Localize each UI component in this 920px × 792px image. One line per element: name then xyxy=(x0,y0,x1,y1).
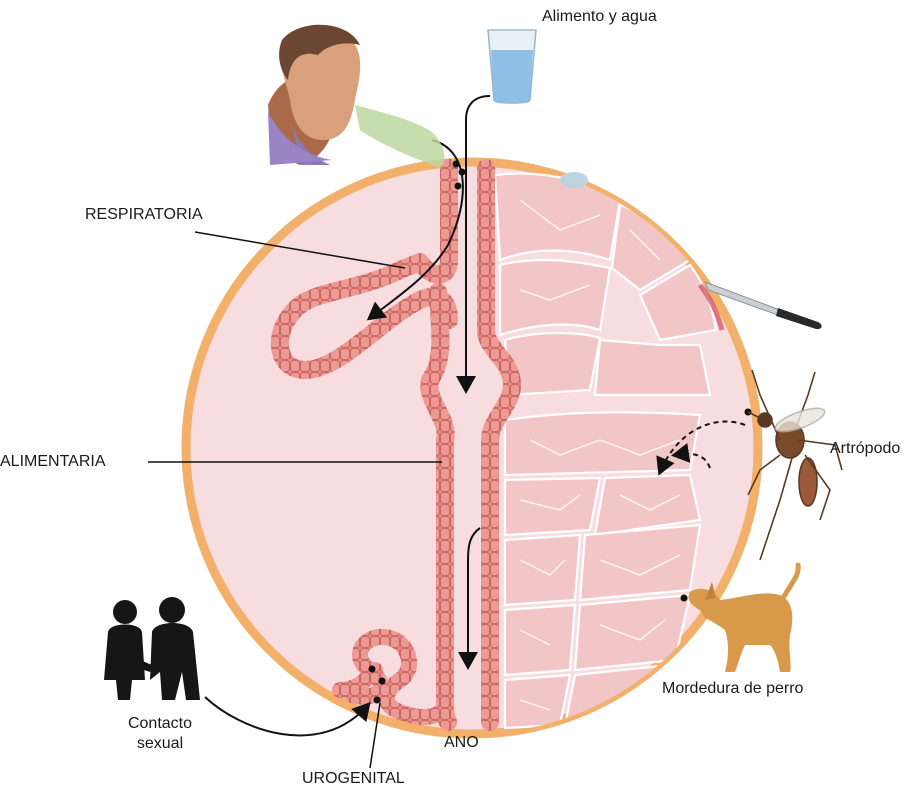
couple-silhouette-icon xyxy=(104,597,200,700)
respiratory-label: RESPIRATORIA xyxy=(85,206,203,224)
arthropod-label: Artrópodo xyxy=(830,440,900,458)
sexual-contact-label: Contacto sexual xyxy=(116,715,204,754)
dog-bite-label: Mordedura de perro xyxy=(662,680,803,698)
food-water-label: Alimento y agua xyxy=(542,8,657,26)
alimentary-label: ALIMENTARIA xyxy=(0,453,106,471)
mosquito-icon xyxy=(748,370,842,560)
skin-blister xyxy=(560,172,588,188)
urogenital-label: UROGENITAL xyxy=(302,770,405,788)
water-glass-icon xyxy=(488,30,536,103)
sexual-contact-label-line1: Contacto xyxy=(116,715,204,733)
sexual-contact-label-line2: sexual xyxy=(116,735,204,753)
anus-label: ANO xyxy=(444,734,479,752)
coughing-man-icon xyxy=(268,25,444,168)
